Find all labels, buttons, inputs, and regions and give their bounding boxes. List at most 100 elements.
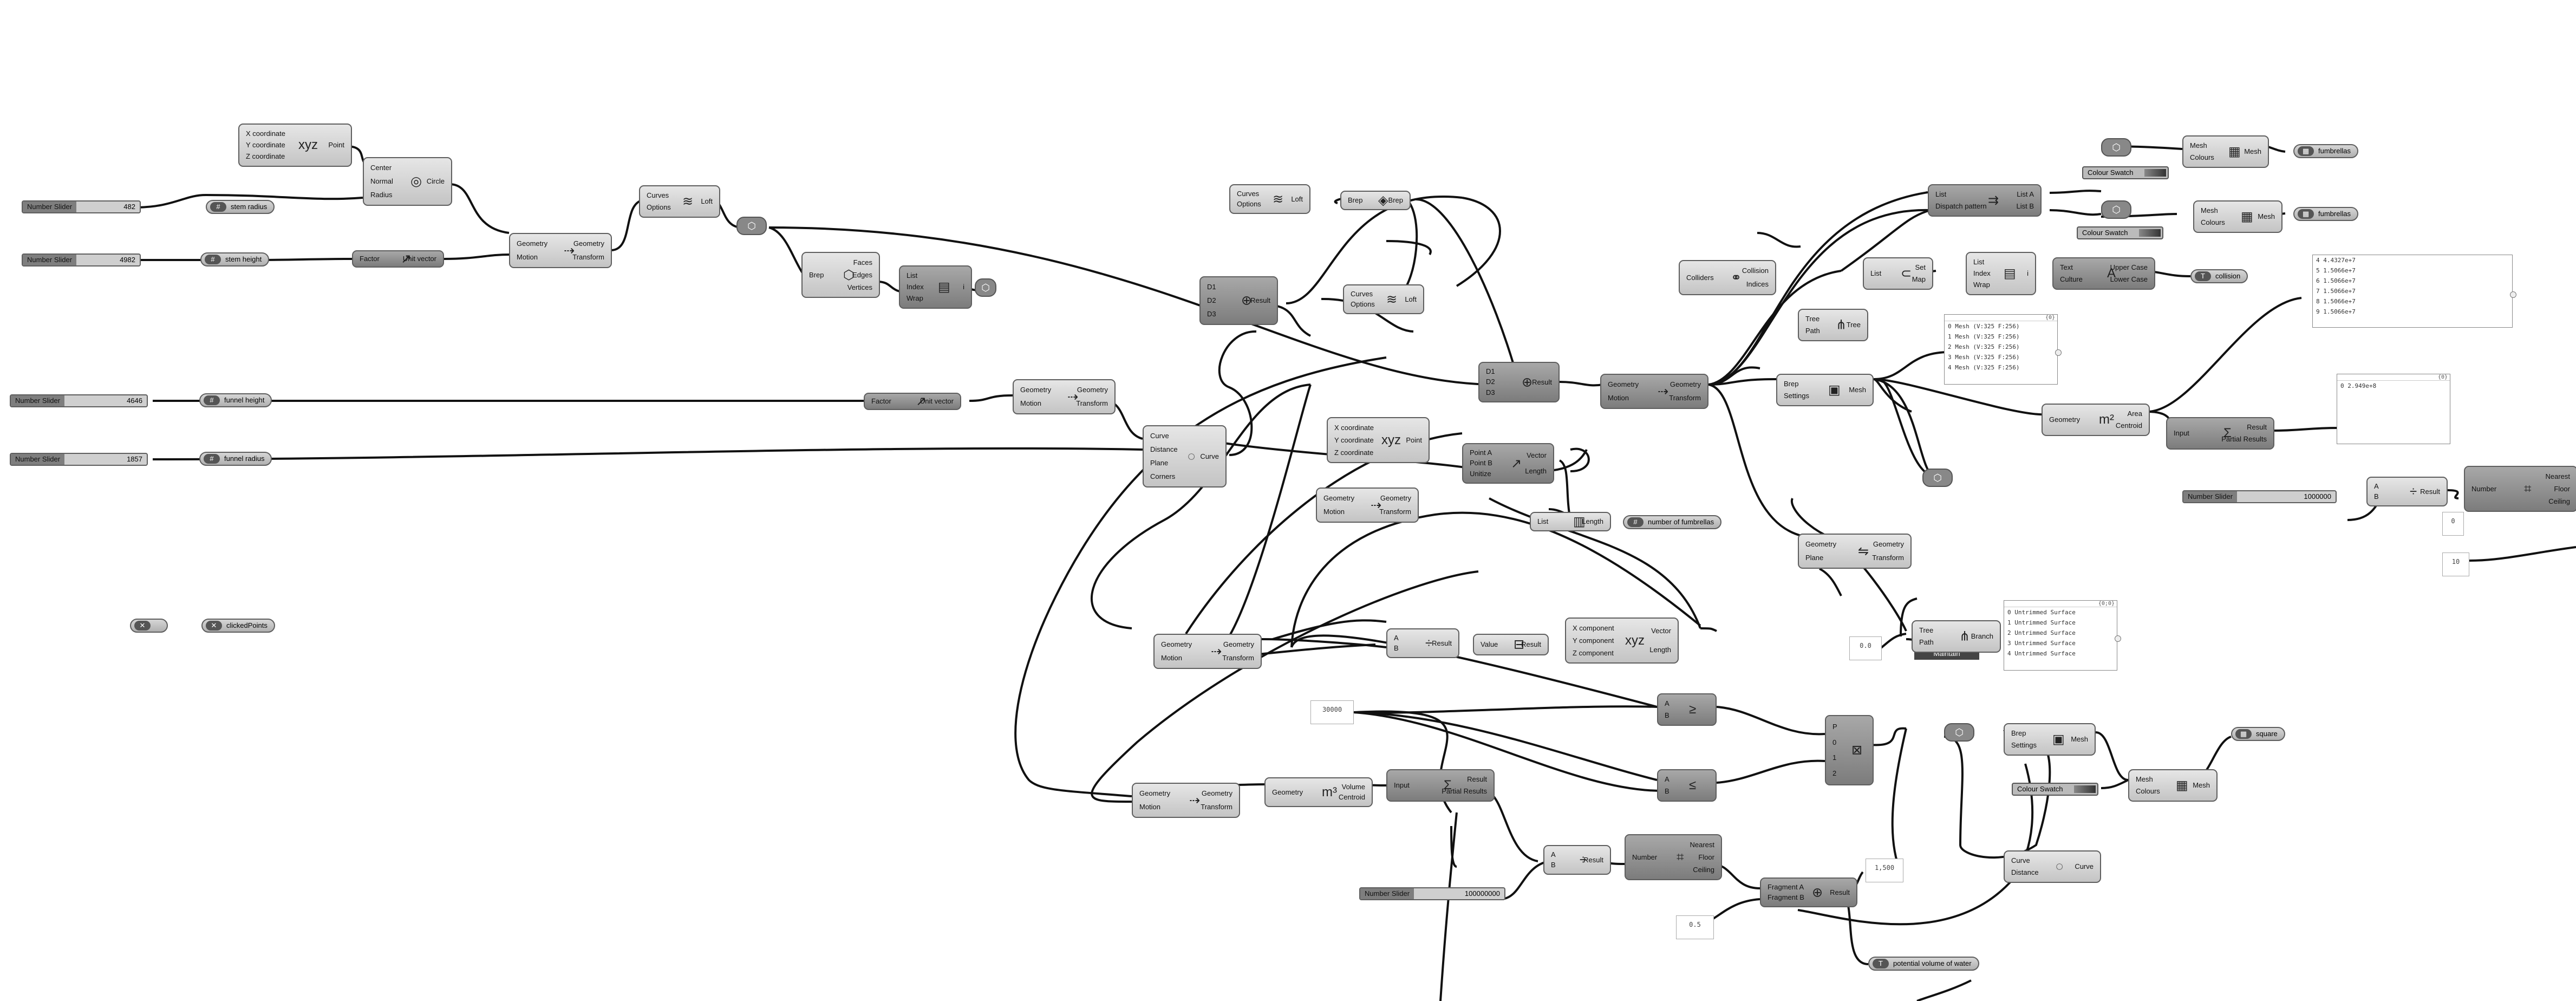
number-input[interactable]: 0.0 (1849, 636, 1882, 660)
output-label[interactable]: Point (1406, 435, 1422, 444)
relay-hexagon-icon[interactable]: ⬡ (1944, 723, 1974, 742)
input-label[interactable]: Motion (1020, 399, 1042, 407)
component-valuelist[interactable]: Value⊟Result (1473, 634, 1549, 655)
input-label[interactable]: List (1870, 269, 1882, 277)
input-label[interactable]: X component (1573, 623, 1614, 632)
input-label[interactable]: Z coordinate (1334, 448, 1374, 457)
output-label[interactable]: Result (1432, 639, 1452, 647)
input-label[interactable]: Z component (1573, 648, 1614, 657)
output-label[interactable]: Result (1830, 888, 1850, 896)
output-label[interactable]: Curve (2075, 862, 2094, 870)
number-input[interactable]: 0 (2442, 512, 2464, 536)
input-label[interactable]: Index (907, 282, 924, 291)
panel-output-grip[interactable] (2055, 349, 2062, 356)
input-label[interactable]: Distance (2011, 868, 2039, 876)
input-label[interactable]: Mesh (2201, 206, 2218, 214)
input-label[interactable]: A (1394, 633, 1399, 642)
output-label[interactable]: Result (2247, 423, 2267, 431)
output-label[interactable]: Result (1532, 378, 1552, 386)
output-label[interactable]: i (963, 283, 964, 291)
relay-hexagon-icon[interactable]: ⬡ (1922, 469, 1953, 487)
input-label[interactable]: Colours (2136, 787, 2160, 795)
input-label[interactable]: Distance (1150, 445, 1178, 454)
input-label[interactable]: Options (1237, 200, 1261, 209)
number-input[interactable]: 0.5 (1676, 915, 1714, 939)
output-label[interactable]: Result (1250, 296, 1270, 304)
input-label[interactable]: D1 (1207, 283, 1216, 291)
input-label[interactable]: Geometry (1139, 789, 1171, 798)
input-label[interactable]: B (1551, 861, 1556, 869)
input-label[interactable]: Z coordinate (246, 152, 285, 161)
input-label[interactable]: List (1935, 190, 1947, 198)
input-label[interactable]: Corners (1150, 472, 1176, 480)
component-unitz1[interactable]: Factor↗Unit vector (352, 250, 444, 268)
panel-numbers[interactable]: 4 4.4327e+7 5 1.5066e+7 6 1.5066e+7 7 1.… (2312, 255, 2516, 328)
output-label[interactable]: Geometry (1873, 540, 1904, 549)
input-label[interactable]: D2 (1207, 296, 1216, 304)
input-label[interactable]: Mesh (2136, 775, 2153, 783)
input-label[interactable]: 0 (1832, 738, 1837, 746)
input-label[interactable]: Number (1632, 853, 1658, 861)
input-label[interactable]: Path (1805, 327, 1820, 335)
param-funnel-radius[interactable]: #funnel radius (199, 452, 272, 466)
number-input-30000[interactable]: 30000 (1310, 700, 1354, 724)
output-label[interactable]: Indices (1746, 280, 1769, 288)
input-label[interactable]: List (1973, 257, 1985, 266)
input-label[interactable]: Dispatch pattern (1935, 202, 1987, 210)
output-label[interactable]: Nearest (1690, 840, 1714, 849)
output-label[interactable]: Geometry (1077, 386, 1108, 394)
input-label[interactable]: List (907, 271, 918, 280)
input-label[interactable]: Value (1481, 640, 1498, 648)
input-label[interactable]: Factor (360, 255, 380, 263)
param-stem-height[interactable]: #stem height (200, 252, 270, 266)
input-label[interactable]: Input (1394, 781, 1410, 789)
output-label[interactable]: Area (2127, 410, 2142, 418)
output-label[interactable]: i (2027, 269, 2029, 277)
output-label[interactable]: Loft (701, 197, 713, 205)
colour-swatch[interactable]: Colour Swatch (2082, 166, 2169, 179)
input-label[interactable]: X coordinate (246, 129, 285, 138)
output-label[interactable]: Ceiling (2548, 497, 2570, 505)
relay-hexagon-icon[interactable]: ⬡ (2101, 200, 2131, 219)
output-label[interactable]: Point (328, 141, 344, 149)
output-label[interactable]: Centroid (2115, 421, 2142, 430)
input-label[interactable]: Geometry (1272, 788, 1303, 796)
output-label[interactable]: Vector (1527, 451, 1547, 459)
input-label[interactable]: Point A (1470, 448, 1492, 457)
output-label[interactable]: Floor (2554, 484, 2570, 493)
number-input[interactable]: 1,500 (1866, 859, 1903, 882)
output-label[interactable]: Result (1521, 640, 1541, 648)
output-label[interactable]: Mesh (2071, 735, 2088, 743)
output-label[interactable]: Length (1649, 645, 1671, 654)
input-label[interactable]: A (2374, 482, 2379, 490)
output-label[interactable]: Vertices (847, 283, 872, 291)
input-label[interactable]: B (2374, 492, 2379, 501)
output-label[interactable]: Result (2420, 487, 2440, 496)
input-label[interactable]: Colours (2190, 153, 2214, 161)
